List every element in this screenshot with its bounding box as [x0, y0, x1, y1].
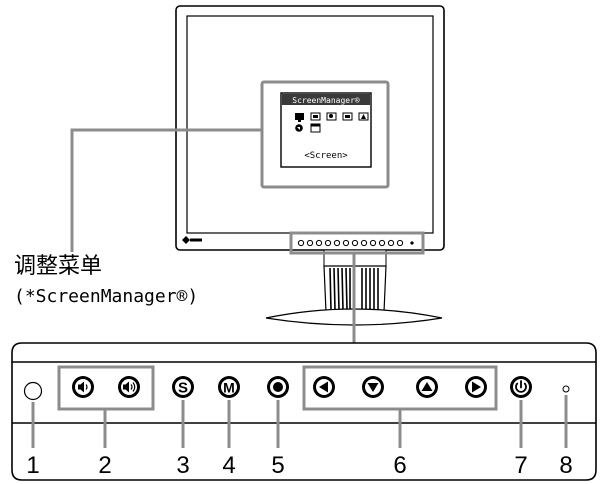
callout-number-6: 6 [393, 452, 407, 479]
osd-icons [295, 112, 369, 133]
osd-current-item: <Screen> [304, 151, 348, 161]
svg-text:S: S [178, 380, 188, 397]
arrow-down-button[interactable] [362, 376, 384, 398]
led-indicator-icon [562, 385, 570, 393]
volume-down-button[interactable] [72, 376, 94, 398]
osd-title: ScreenManager® [292, 96, 360, 105]
volume-up-button[interactable] [118, 376, 140, 398]
osd-menu: ScreenManager® <Screen> [260, 80, 390, 189]
callout-number-8: 8 [559, 452, 573, 479]
monitor: ScreenManager® <Screen> [175, 5, 445, 326]
callout-number-2: 2 [98, 452, 112, 479]
svg-text:M: M [223, 380, 235, 396]
callout-number-4: 4 [222, 452, 236, 479]
callout-number-3: 3 [176, 452, 190, 479]
callout-number-7: 7 [514, 452, 528, 479]
menu-button[interactable]: M [218, 376, 240, 398]
callout-lines [70, 128, 356, 344]
arrow-right-button[interactable] [465, 376, 487, 398]
control-panel-frame [11, 342, 597, 481]
arrow-left-button[interactable] [313, 376, 335, 398]
callout-number-1: 1 [26, 452, 40, 479]
mode-button[interactable]: S [172, 376, 194, 398]
enter-button[interactable] [267, 376, 289, 398]
menu-caption: 调整菜单 [14, 254, 103, 279]
eizo-logo [182, 236, 202, 244]
sensor-icon [23, 381, 43, 401]
control-panel: S M [11, 342, 597, 481]
number-leader-lines [31, 395, 568, 448]
bezel-button-strip [289, 231, 425, 255]
menu-subcaption: (*ScreenManager®) [14, 286, 199, 307]
arrow-up-button[interactable] [416, 376, 438, 398]
callout-number-5: 5 [271, 452, 285, 479]
power-button[interactable] [510, 376, 532, 398]
callout-menu-line [70, 128, 262, 252]
